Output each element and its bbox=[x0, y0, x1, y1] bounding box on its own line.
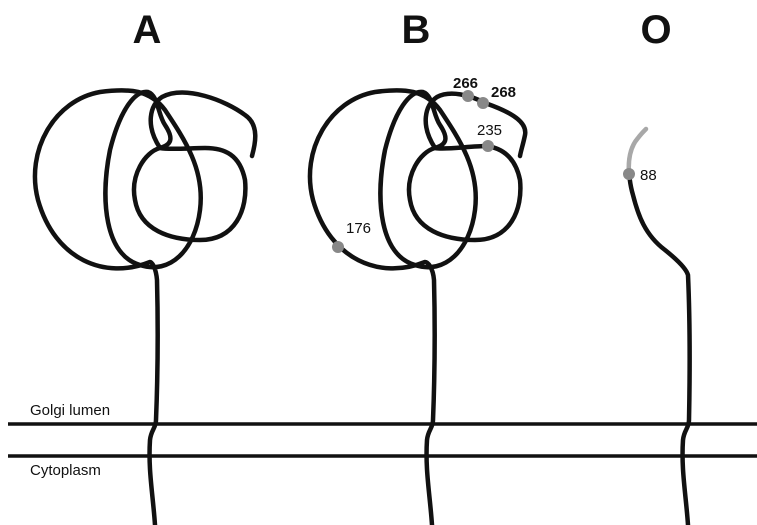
site-266-marker bbox=[462, 90, 474, 102]
panel-o-protein: 88 bbox=[623, 126, 692, 525]
panel-o-truncated-segment bbox=[626, 126, 649, 177]
site-176-marker bbox=[332, 241, 344, 253]
panel-a-polypeptide-chain bbox=[32, 88, 258, 525]
panel-b-title: B bbox=[402, 8, 431, 52]
cytoplasm-label: Cytoplasm bbox=[30, 462, 101, 479]
panel-b-polypeptide-chain bbox=[307, 88, 528, 525]
panel-o-polypeptide-chain bbox=[626, 171, 692, 525]
site-268-marker bbox=[477, 97, 489, 109]
site-88-marker bbox=[623, 168, 635, 180]
site-176-label: 176 bbox=[346, 220, 371, 237]
golgi-lumen-label: Golgi lumen bbox=[30, 402, 110, 419]
site-235-marker bbox=[482, 140, 494, 152]
site-268-label: 268 bbox=[491, 84, 516, 101]
site-235-label: 235 bbox=[477, 122, 502, 139]
site-88-label: 88 bbox=[640, 167, 657, 184]
panel-o-title: O bbox=[640, 8, 671, 52]
panel-b-protein: 266 268 235 176 bbox=[307, 75, 528, 525]
panel-a-title: A bbox=[133, 8, 162, 52]
site-266-label: 266 bbox=[453, 75, 478, 92]
panel-a-protein bbox=[32, 88, 258, 525]
